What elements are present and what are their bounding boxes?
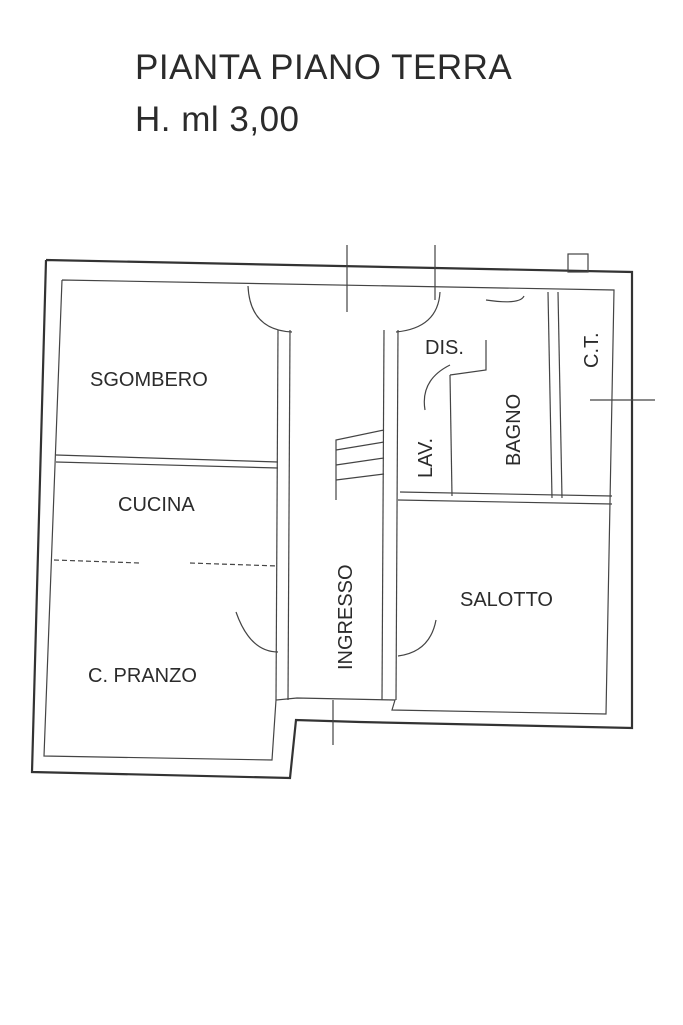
right-partitions: [397, 291, 613, 505]
room-pranzo: C. PRANZO: [88, 665, 197, 687]
left-partitions: [53, 329, 291, 701]
room-dis: DIS.: [425, 337, 464, 359]
room-ingresso: INGRESSO: [335, 564, 357, 670]
corridor-walls: [335, 329, 399, 701]
room-salotto: SALOTTO: [460, 589, 553, 611]
ceiling-height: H. ml 3,00: [135, 100, 300, 139]
door-swings: [235, 285, 525, 657]
room-ct: C.T.: [581, 332, 603, 368]
room-bagno: BAGNO: [503, 394, 525, 466]
plan-title: PIANTA PIANO TERRA: [135, 48, 513, 87]
room-cucina: CUCINA: [118, 494, 195, 516]
room-sgombero: SGOMBERO: [90, 369, 208, 391]
section-lines: [332, 245, 655, 745]
outer-walls: [30, 258, 634, 780]
room-lav: LAV.: [415, 438, 437, 478]
